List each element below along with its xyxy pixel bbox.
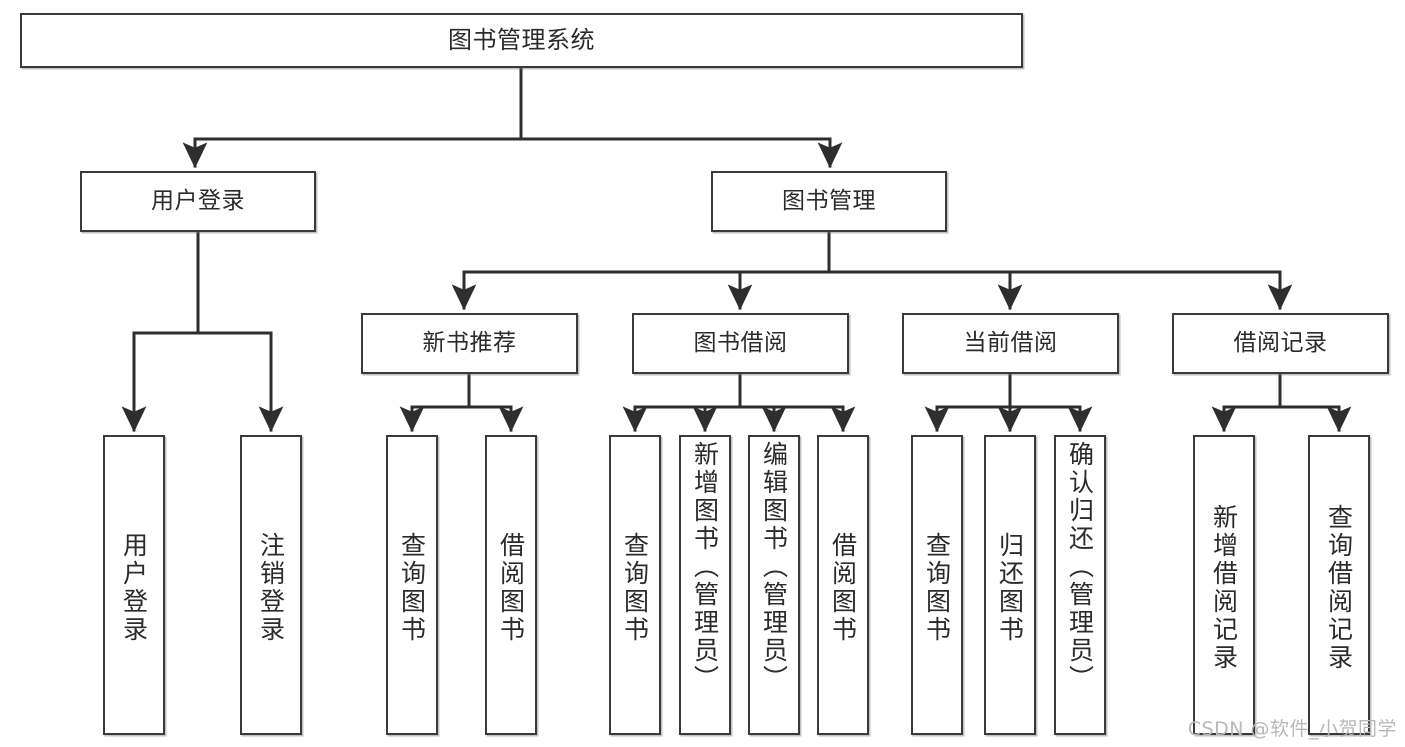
leaf-edit-book-admin[interactable]: 编辑图书（管理员） bbox=[748, 435, 800, 735]
leaf-borrow-book-label: 借阅图书 bbox=[828, 532, 858, 644]
leaf-query-book-borrow[interactable]: 查询图书 bbox=[609, 435, 661, 735]
node-current-borrow[interactable]: 当前借阅 bbox=[902, 313, 1119, 374]
node-new-book-recommend-label: 新书推荐 bbox=[422, 329, 517, 356]
node-book-manage-label: 图书管理 bbox=[782, 187, 876, 214]
node-root[interactable]: 图书管理系统 bbox=[20, 13, 1023, 68]
leaf-query-book-recommend-label: 查询图书 bbox=[397, 532, 427, 644]
leaf-user-login-label: 用户登录 bbox=[119, 532, 149, 644]
leaf-user-logout[interactable]: 注销登录 bbox=[240, 435, 302, 735]
leaf-user-login[interactable]: 用户登录 bbox=[103, 435, 165, 735]
leaf-query-borrow-record[interactable]: 查询借阅记录 bbox=[1308, 435, 1370, 735]
leaf-query-book-borrow-label: 查询图书 bbox=[620, 532, 650, 644]
node-book-borrow[interactable]: 图书借阅 bbox=[632, 313, 849, 374]
leaf-borrow-book-recommend[interactable]: 借阅图书 bbox=[485, 435, 537, 735]
leaf-edit-book-admin-label: 编辑图书（管理员） bbox=[759, 441, 789, 693]
node-book-borrow-label: 图书借阅 bbox=[693, 329, 788, 356]
leaf-add-book-admin-label: 新增图书（管理员） bbox=[690, 441, 720, 693]
leaf-query-book-recommend[interactable]: 查询图书 bbox=[386, 435, 438, 735]
node-borrow-record-label: 借阅记录 bbox=[1233, 329, 1328, 356]
leaf-query-book-current[interactable]: 查询图书 bbox=[911, 435, 963, 735]
leaf-borrow-book-recommend-label: 借阅图书 bbox=[496, 532, 526, 644]
node-new-book-recommend[interactable]: 新书推荐 bbox=[361, 313, 578, 374]
leaf-return-book-label: 归还图书 bbox=[995, 532, 1025, 644]
leaf-user-logout-label: 注销登录 bbox=[256, 532, 286, 644]
leaf-add-book-admin[interactable]: 新增图书（管理员） bbox=[679, 435, 731, 735]
leaf-confirm-return-admin[interactable]: 确认归还（管理员） bbox=[1054, 435, 1106, 735]
leaf-query-borrow-record-label: 查询借阅记录 bbox=[1324, 504, 1354, 672]
leaf-add-borrow-record[interactable]: 新增借阅记录 bbox=[1193, 435, 1255, 735]
node-current-borrow-label: 当前借阅 bbox=[963, 329, 1058, 356]
node-user-login[interactable]: 用户登录 bbox=[80, 171, 316, 232]
node-borrow-record[interactable]: 借阅记录 bbox=[1172, 313, 1389, 374]
node-user-login-label: 用户登录 bbox=[151, 187, 245, 214]
node-root-label: 图书管理系统 bbox=[448, 26, 595, 55]
leaf-add-borrow-record-label: 新增借阅记录 bbox=[1209, 504, 1239, 672]
leaf-query-book-current-label: 查询图书 bbox=[922, 532, 952, 644]
leaf-borrow-book[interactable]: 借阅图书 bbox=[817, 435, 869, 735]
node-book-manage[interactable]: 图书管理 bbox=[711, 171, 947, 232]
leaf-return-book[interactable]: 归还图书 bbox=[984, 435, 1036, 735]
leaf-confirm-return-admin-label: 确认归还（管理员） bbox=[1065, 441, 1095, 693]
